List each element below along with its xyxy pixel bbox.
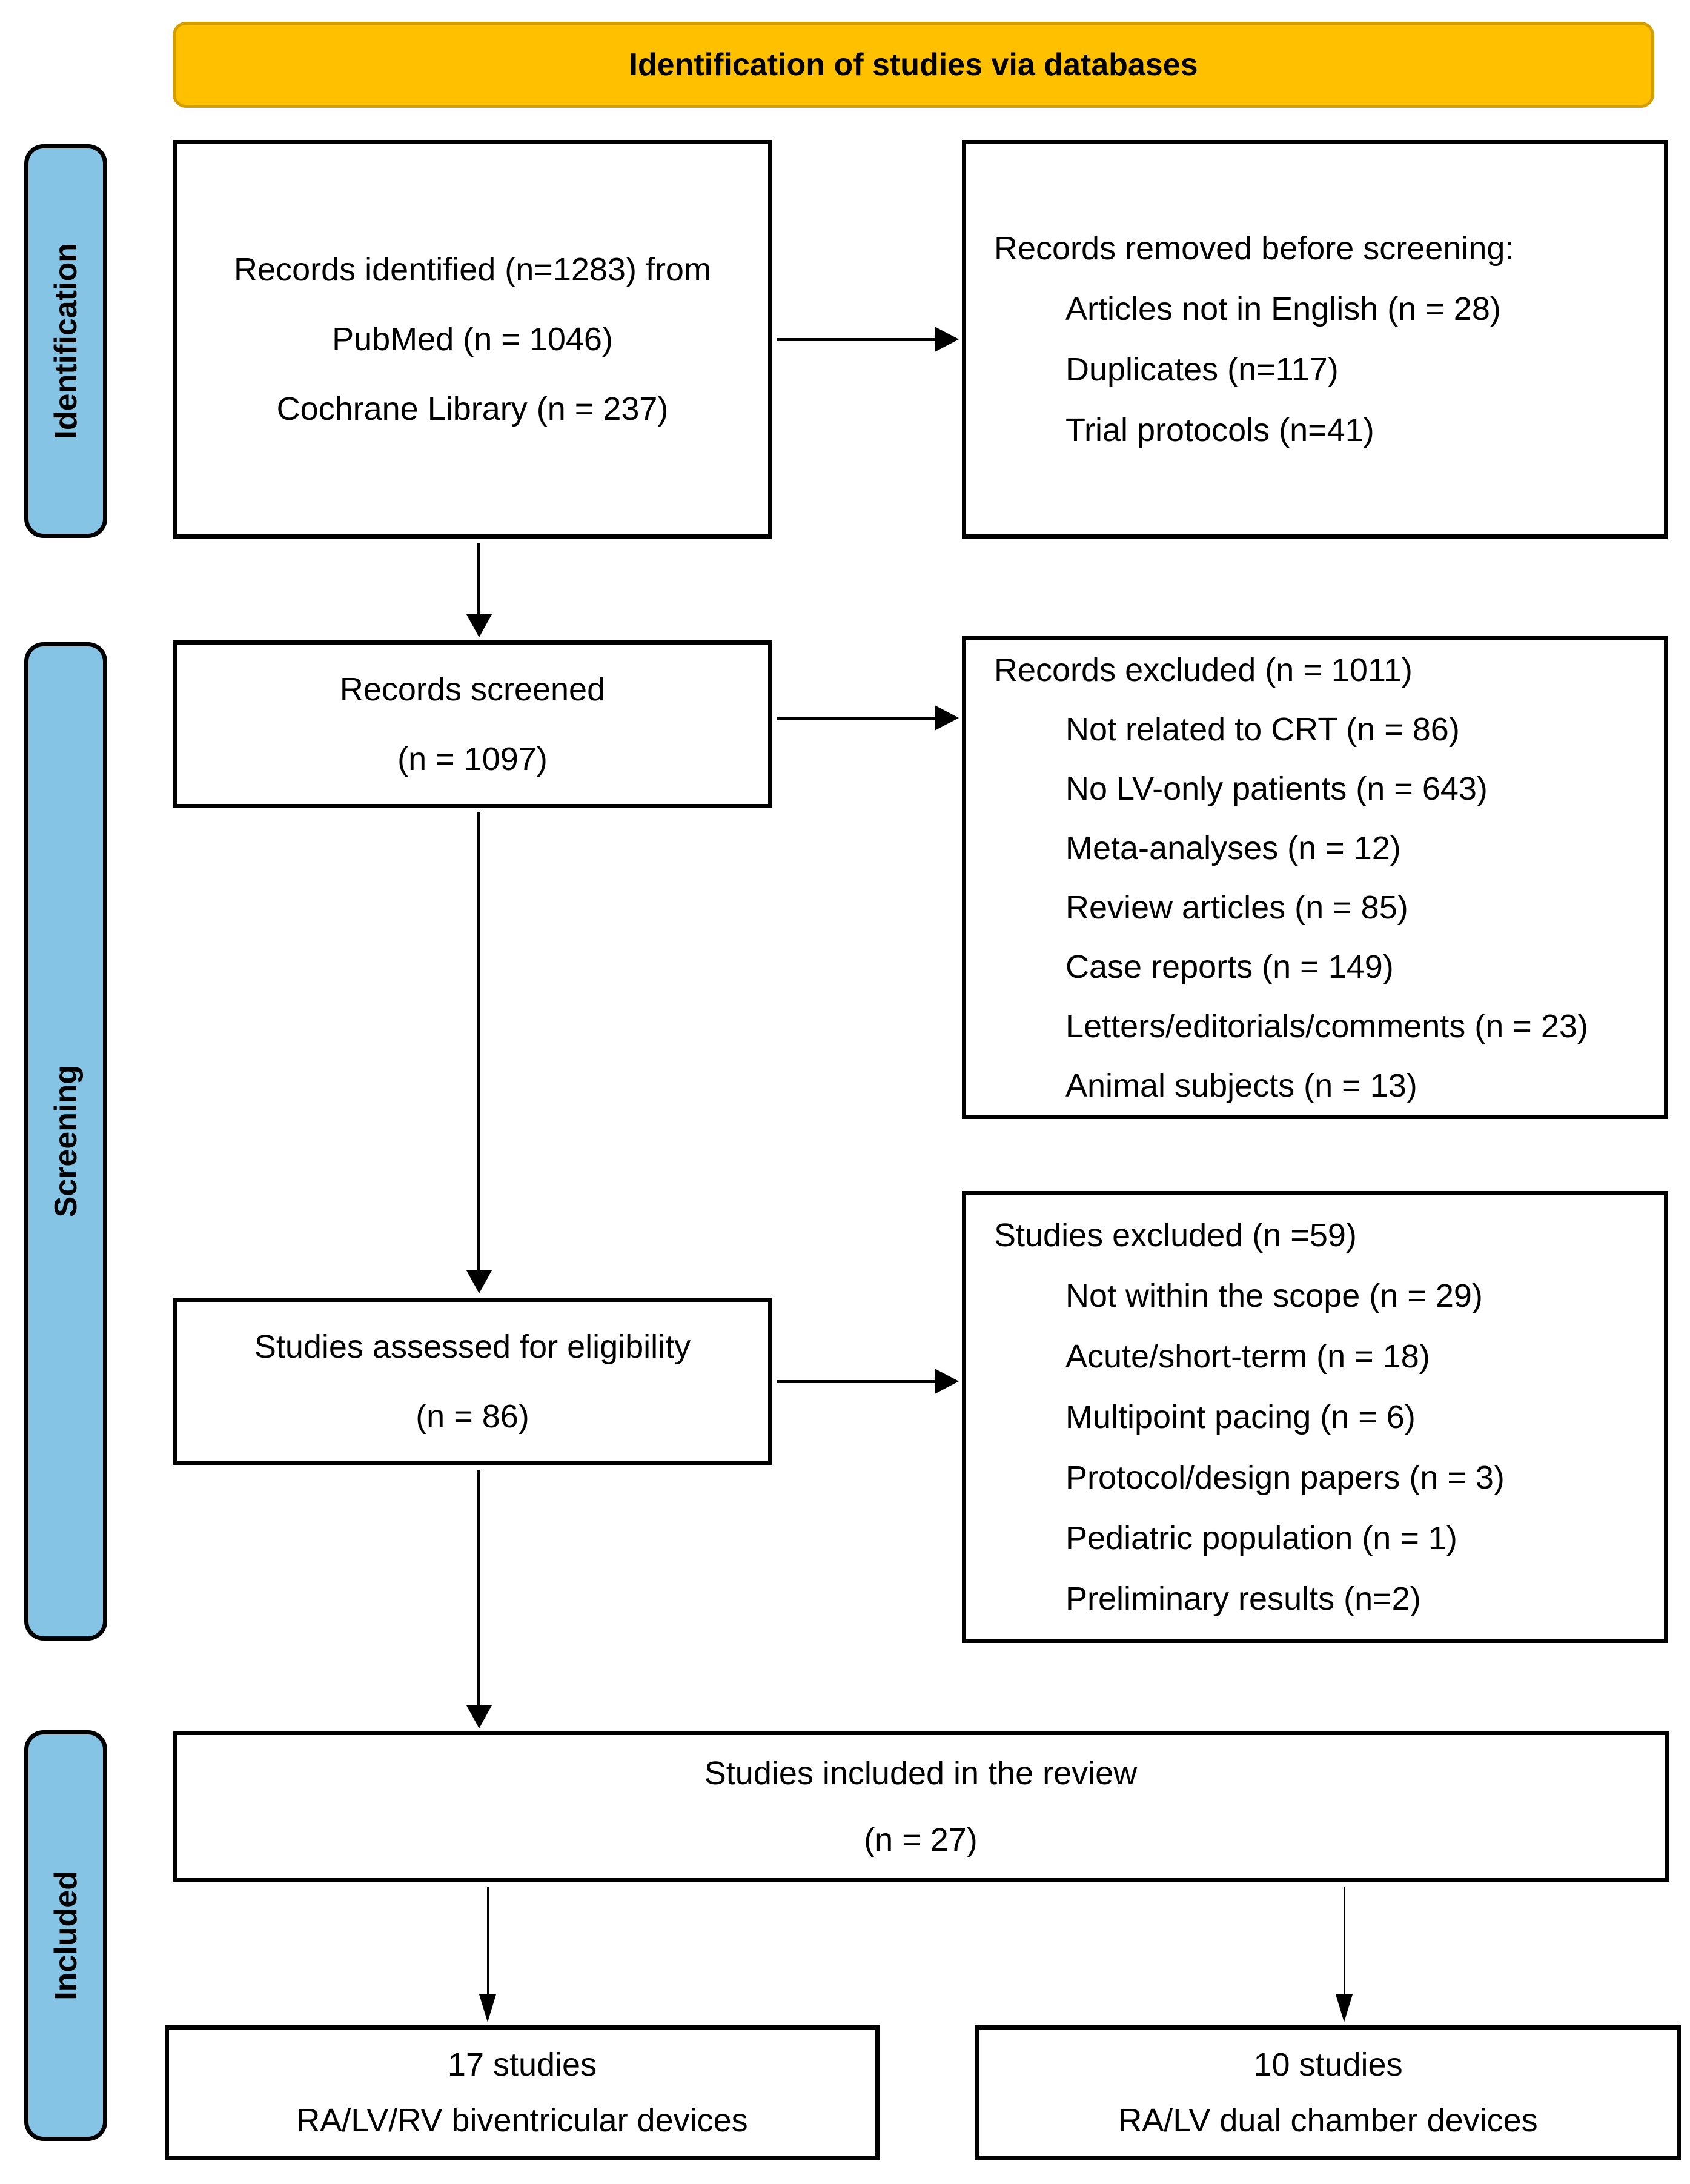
box-line: Records identified (n=1283) from xyxy=(234,251,711,288)
box-title: Studies excluded (n =59) xyxy=(994,1217,1357,1253)
list-item: Animal subjects (n = 13) xyxy=(1065,1067,1417,1104)
stage-ribbon-included: Included xyxy=(24,1730,107,2141)
stage-label-identification: Identification xyxy=(48,243,84,439)
arrow-head-down-icon xyxy=(466,1705,492,1728)
box-studies-assessed: Studies assessed for eligibility (n = 86… xyxy=(173,1298,772,1465)
box-records-screened: Records screened (n = 1097) xyxy=(173,640,772,808)
list-item: Acute/short-term (n = 18) xyxy=(1065,1338,1430,1375)
arrow-line xyxy=(487,1887,489,1996)
list-item: Letters/editorials/comments (n = 23) xyxy=(1065,1007,1588,1044)
box-records-removed-before-screening: Records removed before screening: Articl… xyxy=(962,140,1668,539)
arrow-line xyxy=(477,543,480,617)
arrow-head-down-icon xyxy=(479,1994,496,2022)
stage-ribbon-identification: Identification xyxy=(24,144,107,538)
arrow-head-down-icon xyxy=(466,1270,492,1293)
arrow-head-down-icon xyxy=(1336,1994,1353,2022)
stage-label-included: Included xyxy=(48,1871,84,2000)
box-records-excluded: Records excluded (n = 1011) Not related … xyxy=(962,636,1668,1119)
box-studies-excluded: Studies excluded (n =59) Not within the … xyxy=(962,1191,1668,1643)
arrow-head-right-icon xyxy=(935,1369,959,1394)
box-studies-included: Studies included in the review (n = 27) xyxy=(173,1731,1669,1882)
arrow-head-right-icon xyxy=(935,327,959,352)
stage-label-screening: Screening xyxy=(48,1065,84,1218)
list-item: Meta-analyses (n = 12) xyxy=(1065,829,1401,866)
arrow-head-down-icon xyxy=(466,614,492,637)
stage-ribbon-screening: Screening xyxy=(24,642,107,1641)
arrow-line xyxy=(477,1470,480,1705)
box-line: 10 studies xyxy=(1253,2046,1403,2083)
box-line: (n = 1097) xyxy=(397,740,548,777)
arrow-head-right-icon xyxy=(935,705,959,731)
box-biventricular-devices: 17 studies RA/LV/RV biventricular device… xyxy=(165,2025,880,2160)
list-item: Not within the scope (n = 29) xyxy=(1065,1278,1483,1314)
list-item: Case reports (n = 149) xyxy=(1065,948,1394,985)
box-title: Records removed before screening: xyxy=(994,230,1514,267)
box-line: (n = 86) xyxy=(416,1398,529,1435)
arrow-line xyxy=(777,338,935,341)
arrow-line xyxy=(777,1380,935,1383)
list-item: Duplicates (n=117) xyxy=(1065,351,1339,388)
box-line: RA/LV/RV biventricular devices xyxy=(296,2102,748,2139)
arrow-line xyxy=(1344,1887,1345,1996)
box-line: RA/LV dual chamber devices xyxy=(1118,2102,1538,2139)
box-line: 17 studies xyxy=(447,2046,597,2083)
list-item: Multipoint pacing (n = 6) xyxy=(1065,1399,1416,1435)
list-item: No LV-only patients (n = 643) xyxy=(1065,770,1488,807)
list-item: Articles not in English (n = 28) xyxy=(1065,291,1501,327)
box-line: (n = 27) xyxy=(864,1822,978,1858)
box-line: Studies included in the review xyxy=(704,1755,1138,1791)
list-item: Review articles (n = 85) xyxy=(1065,889,1408,926)
list-item: Not related to CRT (n = 86) xyxy=(1065,711,1460,748)
banner-identification-via-databases: Identification of studies via databases xyxy=(173,22,1654,108)
box-records-identified: Records identified (n=1283) from PubMed … xyxy=(173,140,772,539)
box-line: Studies assessed for eligibility xyxy=(254,1328,691,1365)
box-line: PubMed (n = 1046) xyxy=(332,320,613,357)
box-title: Records excluded (n = 1011) xyxy=(994,651,1413,688)
arrow-line xyxy=(477,812,480,1270)
list-item: Pediatric population (n = 1) xyxy=(1065,1520,1457,1556)
box-dual-chamber-devices: 10 studies RA/LV dual chamber devices xyxy=(975,2025,1681,2160)
list-item: Protocol/design papers (n = 3) xyxy=(1065,1459,1505,1496)
banner-title: Identification of studies via databases xyxy=(629,47,1198,82)
list-item: Preliminary results (n=2) xyxy=(1065,1581,1421,1617)
box-line: Cochrane Library (n = 237) xyxy=(276,390,669,427)
box-line: Records screened xyxy=(339,671,606,708)
arrow-line xyxy=(777,717,935,720)
list-item: Trial protocols (n=41) xyxy=(1065,412,1374,448)
